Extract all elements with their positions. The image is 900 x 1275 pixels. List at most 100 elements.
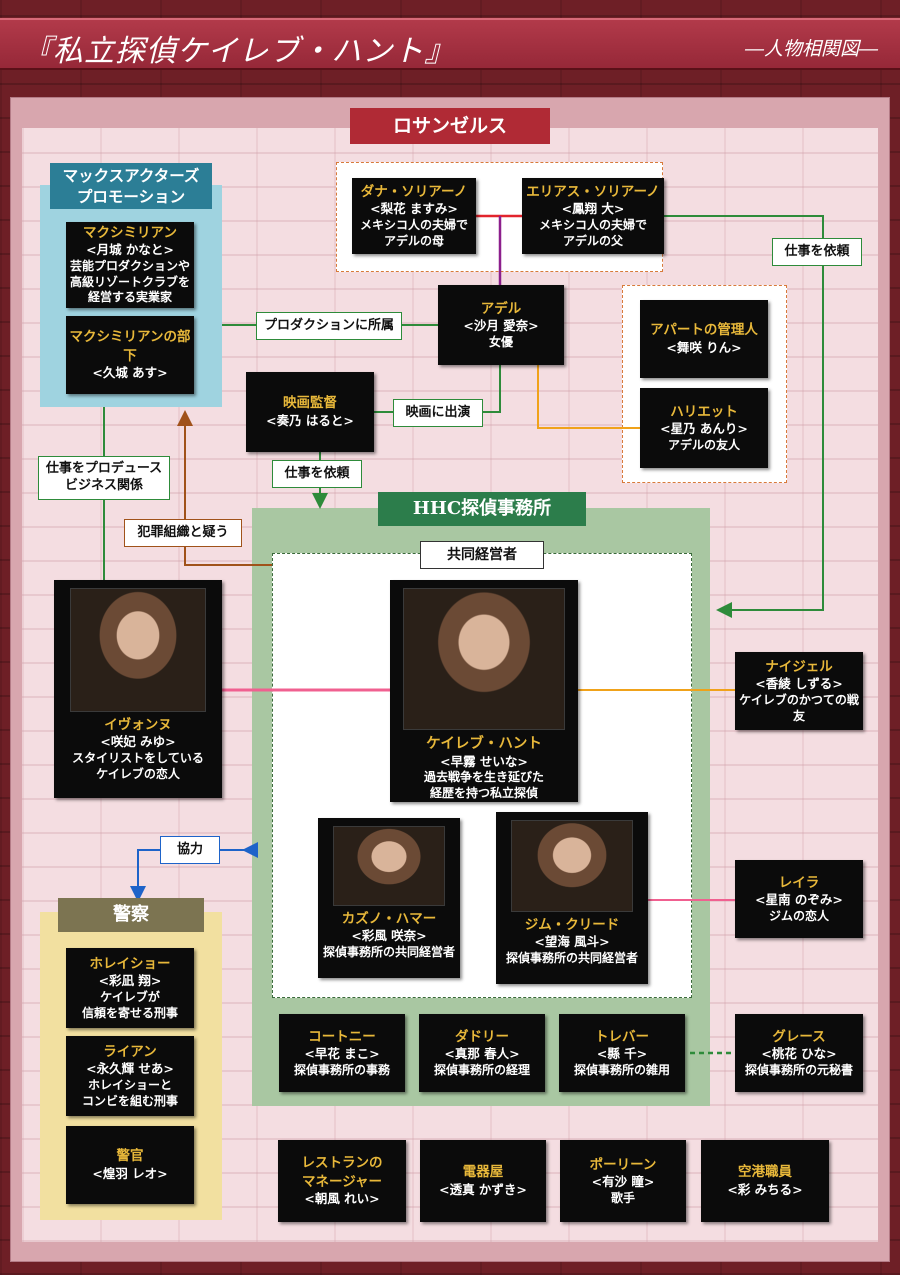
card-desc: 探偵事務所の経理 xyxy=(433,1062,530,1077)
card-actor: <透真 かずき> xyxy=(439,1181,527,1197)
relation-request-2: 仕事を依頼 xyxy=(272,460,362,488)
card-courtney[interactable]: コートニー <早花 まこ> 探偵事務所の事務 xyxy=(279,1014,405,1092)
card-kazuno[interactable]: カズノ・ハマー <彩風 咲奈> 探偵事務所の共同経営者 xyxy=(318,818,460,978)
card-dudley[interactable]: ダドリー <真那 春人> 探偵事務所の経理 xyxy=(419,1014,545,1092)
card-name: カズノ・ハマー xyxy=(341,911,437,927)
card-adele[interactable]: アデル <沙月 愛奈> 女優 xyxy=(438,285,564,365)
card-elias[interactable]: エリアス・ソリアーノ <鳳翔 大> メキシコ人の夫婦で アデルの父 xyxy=(522,178,664,254)
card-desc: 探偵事務所の共同経営者 xyxy=(322,945,455,960)
card-name: アデル xyxy=(480,300,522,317)
card-restaurant[interactable]: レストランの マネージャー <朝風 れい> xyxy=(278,1140,406,1222)
card-name: ハリエット xyxy=(670,403,738,420)
card-actor: <久城 あす> xyxy=(92,364,168,380)
portrait-jim xyxy=(511,820,633,912)
card-name: ホレイショー xyxy=(89,955,171,972)
card-actor: <月城 かなと> xyxy=(86,242,174,258)
card-name: ケイレブ・ハント xyxy=(426,735,542,752)
card-actor: <望海 風斗> xyxy=(534,934,610,950)
card-desc: ケイレブのかつての戦友 xyxy=(739,692,859,723)
card-airport[interactable]: 空港職員 <彩 みちる> xyxy=(701,1140,829,1222)
card-name: コートニー xyxy=(308,1028,376,1045)
card-desc: 探偵事務所の雑用 xyxy=(573,1062,670,1077)
card-harriet[interactable]: ハリエット <星乃 あんり> アデルの友人 xyxy=(640,388,768,468)
card-name: ポーリーン xyxy=(589,1156,657,1173)
card-leila[interactable]: レイラ <星南 のぞみ> ジムの恋人 xyxy=(735,860,863,938)
relation-request-1: 仕事を依頼 xyxy=(772,238,862,266)
line-request-caleb xyxy=(664,215,824,618)
card-name: 電器屋 xyxy=(462,1164,504,1181)
card-desc: 探偵事務所の事務 xyxy=(293,1062,390,1077)
page-subtitle: ―人物相関図― xyxy=(744,38,878,60)
card-name: ダドリー xyxy=(455,1028,509,1045)
card-actor: <彩凪 翔> xyxy=(98,973,162,989)
card-ryan[interactable]: ライアン <永久輝 せあ> ホレイショーと コンビを組む刑事 xyxy=(66,1036,194,1116)
card-director[interactable]: 映画監督 <奏乃 はると> xyxy=(246,372,374,452)
page-title: 『私立探偵ケイレブ・ハント』 xyxy=(22,34,456,69)
card-ivonne[interactable]: イヴォンヌ <咲妃 みゆ> スタイリストをしている ケイレブの恋人 xyxy=(54,580,222,798)
card-desc: メキシコ人の夫婦で アデルの母 xyxy=(359,217,468,248)
relation-suspect: 犯罪組織と疑う xyxy=(124,519,242,547)
card-caleb[interactable]: ケイレブ・ハント <早霧 せいな> 過去戦争を生き延びた 経歴を持つ私立探偵 xyxy=(390,580,578,802)
card-actor: <真那 春人> xyxy=(444,1045,520,1061)
card-name: 空港職員 xyxy=(738,1164,792,1181)
card-desc: スタイリストをしている ケイレブの恋人 xyxy=(72,751,204,781)
card-desc: 過去戦争を生き延びた 経歴を持つ私立探偵 xyxy=(423,770,544,801)
card-manager[interactable]: アパートの管理人 <舞咲 りん> xyxy=(640,300,768,378)
section-label-maxx: マックスアクターズ プロモーション xyxy=(50,163,212,209)
card-name: ジム・クリード xyxy=(524,917,620,933)
card-desc: 探偵事務所の元秘書 xyxy=(744,1062,853,1077)
relation-film: 映画に出演 xyxy=(393,399,483,427)
card-actor: <舞咲 りん> xyxy=(666,339,742,355)
card-desc: ホレイショーと コンビを組む刑事 xyxy=(81,1077,178,1108)
relation-produce: 仕事をプロデュース ビジネス関係 xyxy=(38,456,170,500)
card-desc: アデルの友人 xyxy=(667,437,740,452)
card-name: ライアン xyxy=(103,1043,157,1060)
card-horatio[interactable]: ホレイショー <彩凪 翔> ケイレブが 信頼を寄せる刑事 xyxy=(66,948,194,1028)
card-actor: <桃花 ひな> xyxy=(761,1045,837,1061)
card-actor: <縣 千> xyxy=(596,1045,648,1061)
card-actor: <奏乃 はると> xyxy=(266,412,354,428)
card-actor: <早霧 せいな> xyxy=(440,753,528,769)
card-desc: ケイレブが 信頼を寄せる刑事 xyxy=(81,989,178,1020)
card-actor: <鳳翔 大> xyxy=(561,201,625,217)
section-label-la: ロサンゼルス xyxy=(350,108,550,144)
card-actor: <星南 のぞみ> xyxy=(755,891,843,907)
card-name: 警官 xyxy=(116,1148,144,1165)
card-electric[interactable]: 電器屋 <透真 かずき> xyxy=(420,1140,546,1222)
card-grace[interactable]: グレース <桃花 ひな> 探偵事務所の元秘書 xyxy=(735,1014,863,1092)
card-nigel[interactable]: ナイジェル <香綾 しずる> ケイレブのかつての戦友 xyxy=(735,652,863,730)
card-name: マクシミリアンの部下 xyxy=(69,329,191,364)
card-maxsub[interactable]: マクシミリアンの部下 <久城 あす> xyxy=(66,316,194,394)
card-name: イヴォンヌ xyxy=(104,717,172,733)
card-actor: <早花 まこ> xyxy=(304,1045,380,1061)
section-label-hhc: HHC探偵事務所 xyxy=(378,492,586,526)
card-max[interactable]: マクシミリアン <月城 かなと> 芸能プロダクションや 高級リゾートクラブを 経… xyxy=(66,222,194,308)
portrait-kazuno xyxy=(333,826,445,906)
card-actor: <煌羽 レオ> xyxy=(92,1165,168,1181)
card-desc: メキシコ人の夫婦で アデルの父 xyxy=(538,217,647,248)
card-actor: <星乃 あんり> xyxy=(660,420,748,436)
card-actor: <咲妃 みゆ> xyxy=(100,734,176,750)
card-officer[interactable]: 警官 <煌羽 レオ> xyxy=(66,1126,194,1204)
card-actor: <沙月 愛奈> xyxy=(463,317,539,333)
header-bar: 『私立探偵ケイレブ・ハント』 ―人物相関図― xyxy=(0,18,900,70)
card-actor: <彩 みちる> xyxy=(727,1181,803,1197)
section-label-coop: 共同経営者 xyxy=(420,541,544,569)
card-name: ダナ・ソリアーノ xyxy=(360,183,468,200)
line-suspect xyxy=(177,410,272,566)
card-dana[interactable]: ダナ・ソリアーノ <梨花 ますみ> メキシコ人の夫婦で アデルの母 xyxy=(352,178,476,254)
card-pauline[interactable]: ポーリーン <有沙 瞳> 歌手 xyxy=(560,1140,686,1222)
card-name: エリアス・ソリアーノ xyxy=(526,183,660,200)
card-desc: 芸能プロダクションや 高級リゾートクラブを 経営する実業家 xyxy=(69,259,190,305)
card-trevor[interactable]: トレバー <縣 千> 探偵事務所の雑用 xyxy=(559,1014,685,1092)
card-name: レストランの マネージャー xyxy=(301,1155,383,1190)
card-name: マクシミリアン xyxy=(83,225,177,242)
card-actor: <永久輝 せあ> xyxy=(86,1061,174,1077)
card-jim[interactable]: ジム・クリード <望海 風斗> 探偵事務所の共同経営者 xyxy=(496,812,648,984)
card-desc: 歌手 xyxy=(610,1190,635,1205)
card-desc: ジムの恋人 xyxy=(768,908,829,923)
relation-production: プロダクションに所属 xyxy=(256,312,402,340)
card-actor: <梨花 ますみ> xyxy=(370,201,458,217)
portrait-caleb xyxy=(403,588,565,730)
card-actor: <有沙 瞳> xyxy=(591,1173,655,1189)
